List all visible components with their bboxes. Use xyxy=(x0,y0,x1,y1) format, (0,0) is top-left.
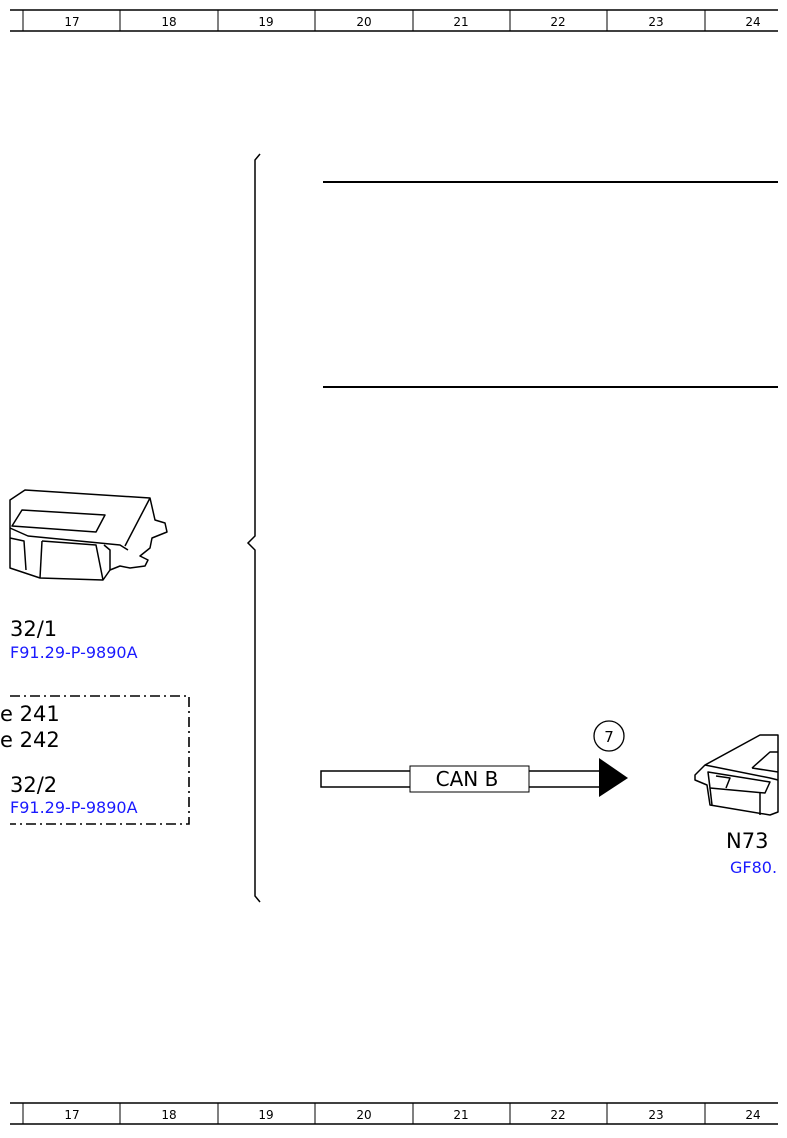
connection-point-marker[interactable]: 7 xyxy=(593,720,625,752)
bottom-column-number: 17 xyxy=(64,1108,79,1122)
top-column-number: 23 xyxy=(648,15,663,29)
bottom-column-number: 20 xyxy=(356,1108,371,1122)
bottom-column-number: 21 xyxy=(453,1108,468,1122)
dashed-box-doc-link[interactable]: F91.29-P-9890A xyxy=(10,798,138,817)
right-module-id: N73 xyxy=(726,829,769,853)
bottom-column-number: 22 xyxy=(550,1108,565,1122)
top-column-number: 21 xyxy=(453,15,468,29)
top-column-number: 17 xyxy=(64,15,79,29)
grouping-brace xyxy=(246,153,261,903)
option-group-dashed-box xyxy=(10,695,190,825)
top-column-number: 22 xyxy=(550,15,565,29)
right-module-doc-link[interactable]: GF80. xyxy=(730,858,778,877)
dashed-box-module-id: 32/2 xyxy=(10,773,58,797)
top-column-number: 19 xyxy=(258,15,273,29)
connection-point-number: 7 xyxy=(604,728,614,746)
bottom-column-ruler: 17 18 19 20 21 22 23 24 xyxy=(10,1102,778,1125)
control-unit-illustration-left xyxy=(9,489,168,581)
top-column-number: 18 xyxy=(161,15,176,29)
left-module-id: 32/1 xyxy=(10,617,58,641)
bottom-column-number: 23 xyxy=(648,1108,663,1122)
can-b-bus: CAN B xyxy=(320,758,628,797)
bottom-column-number: 19 xyxy=(258,1108,273,1122)
top-column-number: 24 xyxy=(745,15,760,29)
bottom-column-number: 18 xyxy=(161,1108,176,1122)
top-column-number: 20 xyxy=(356,15,371,29)
bottom-column-number: 24 xyxy=(745,1108,760,1122)
dashed-box-line-2: e 242 xyxy=(0,728,60,752)
dashed-box-line-1: e 241 xyxy=(0,702,60,726)
control-unit-illustration-right xyxy=(694,734,779,816)
can-b-label: CAN B xyxy=(436,767,499,791)
top-column-ruler: 17 18 19 20 21 22 23 24 xyxy=(10,9,778,32)
left-module-doc-link[interactable]: F91.29-P-9890A xyxy=(10,643,138,662)
